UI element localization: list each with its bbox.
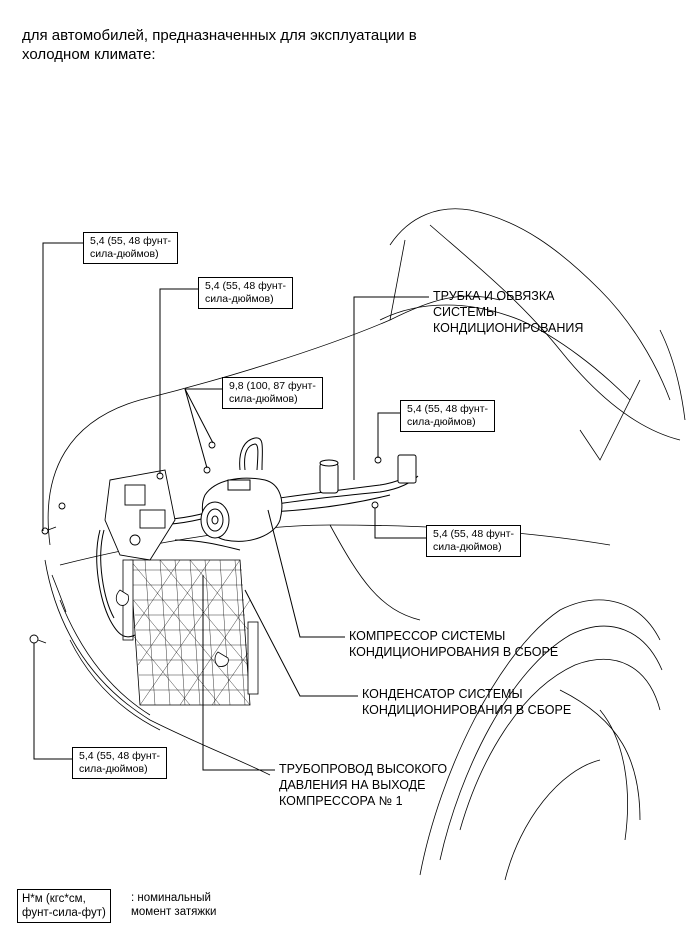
legend-description: : номинальный момент затяжки xyxy=(131,892,217,918)
torque-callout-6: 5,4 (55, 48 фунт- сила-дюймов) xyxy=(72,747,167,779)
legend-unit-box: Н*м (кгс*см, фунт-сила-фут) xyxy=(17,889,111,923)
label-compressor-assembly: КОМПРЕССОР СИСТЕМЫ КОНДИЦИОНИРОВАНИЯ В С… xyxy=(349,629,559,659)
condenser xyxy=(115,559,259,706)
torque-callout-4: 5,4 (55, 48 фунт- сила-дюймов) xyxy=(400,400,495,432)
leader-lines xyxy=(33,242,429,771)
intro-text: для автомобилей, предназначенных для экс… xyxy=(22,27,417,63)
compressor xyxy=(200,477,283,542)
torque-callout-1: 5,4 (55, 48 фунт- сила-дюймов) xyxy=(83,232,178,264)
bracket-assembly xyxy=(104,469,176,561)
vehicle-body-outline xyxy=(44,208,686,881)
label-ac-tube-and-accessory: ТРУБКА И ОБВЯЗКА СИСТЕМЫ КОНДИЦИОНИРОВАН… xyxy=(433,289,584,335)
label-condenser-assembly: КОНДЕНСАТОР СИСТЕМЫ КОНДИЦИОНИРОВАНИЯ В … xyxy=(362,687,572,717)
torque-callout-3: 9,8 (100, 87 фунт- сила-дюймов) xyxy=(222,377,323,409)
receiver-dryer xyxy=(319,454,417,494)
label-discharge-hose: ТРУБОПРОВОД ВЫСОКОГО ДАВЛЕНИЯ НА ВЫХОДЕ … xyxy=(279,762,448,808)
torque-callout-2: 5,4 (55, 48 фунт- сила-дюймов) xyxy=(198,277,293,309)
torque-callout-5: 5,4 (55, 48 фунт- сила-дюймов) xyxy=(426,525,521,557)
